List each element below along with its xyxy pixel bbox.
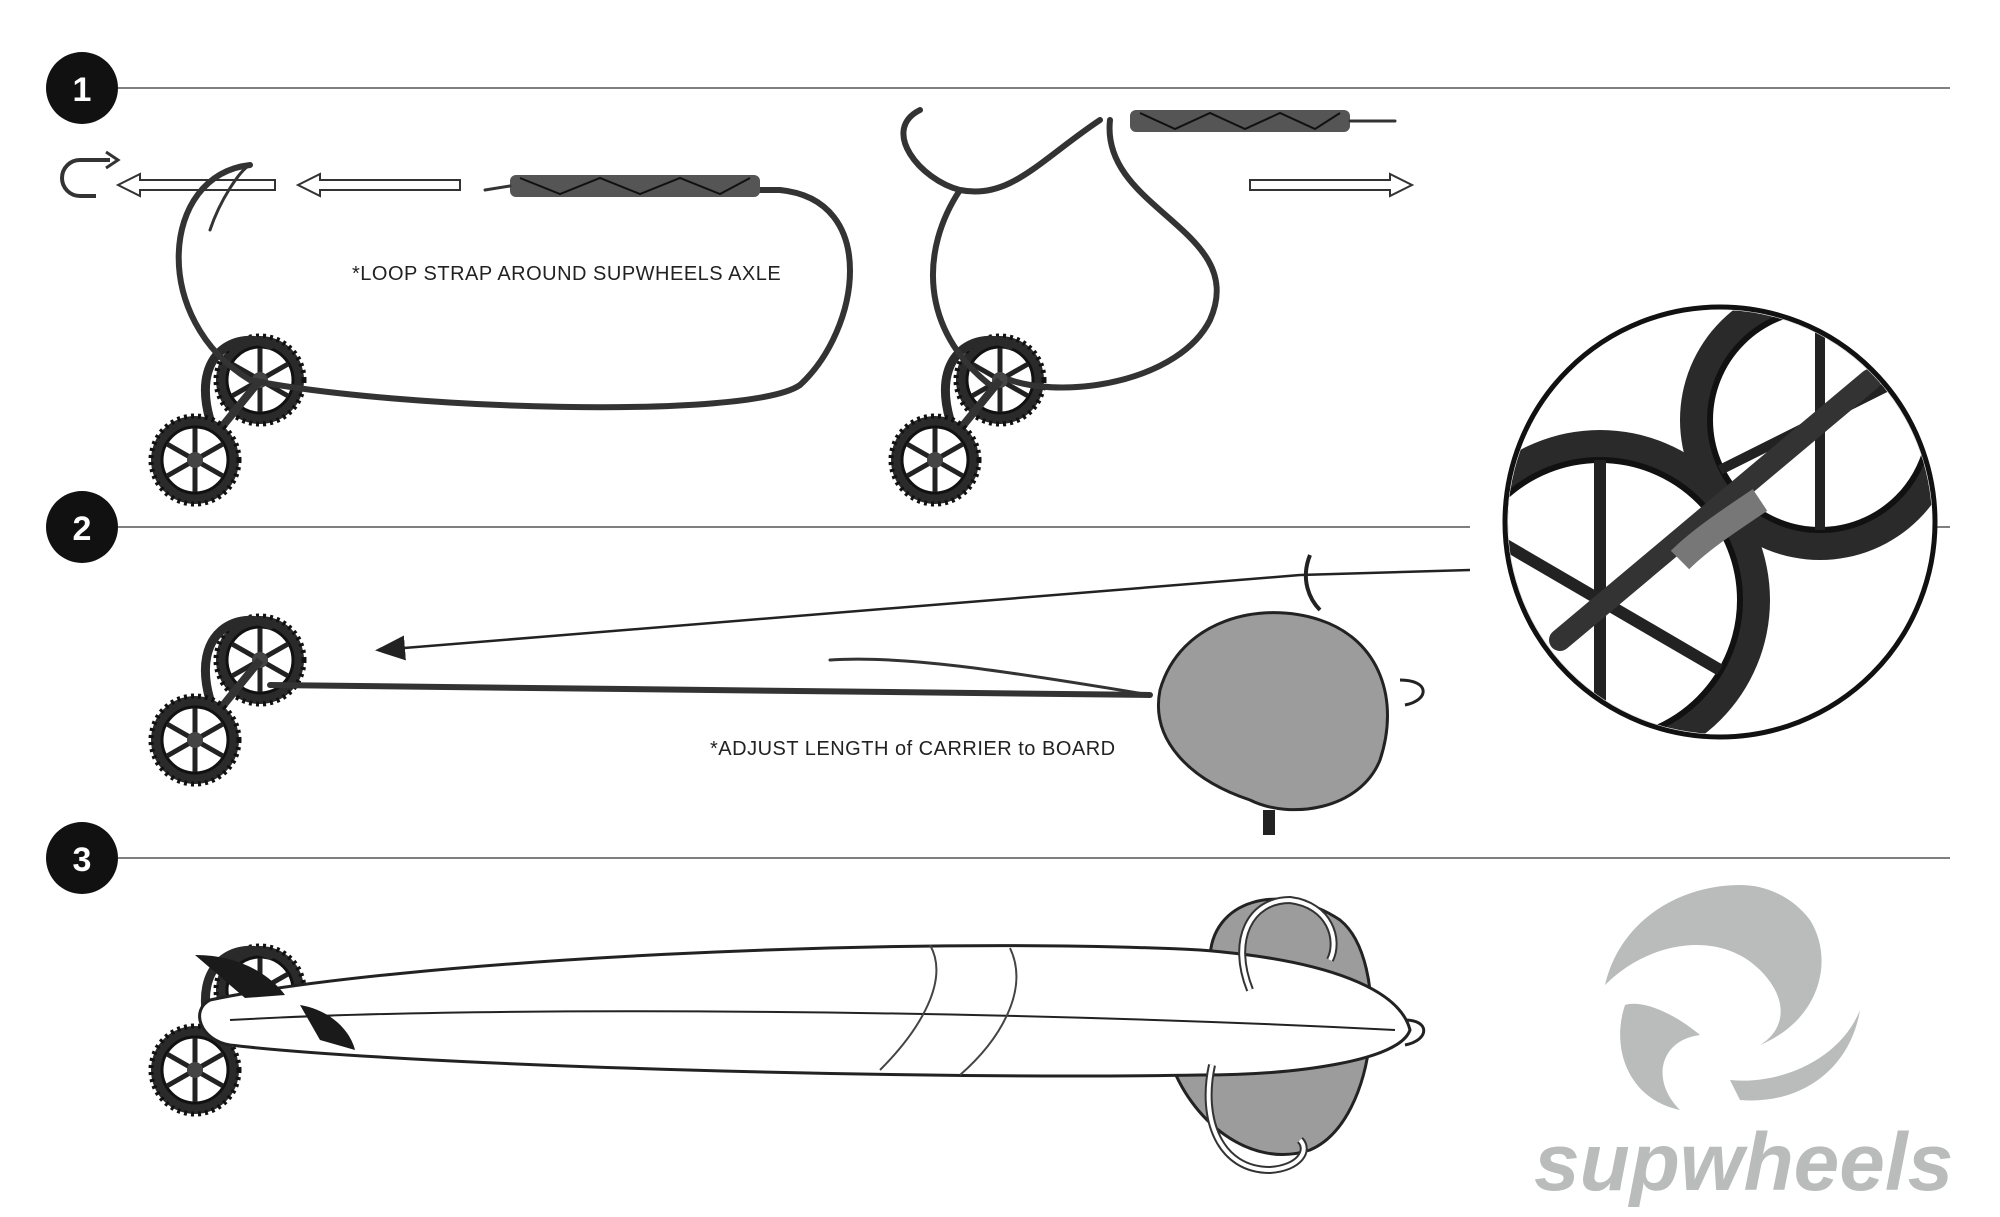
supwheels-logo: supwheels — [1534, 885, 1953, 1208]
u-turn-icon — [60, 150, 121, 198]
step-1-note: *LOOP STRAP AROUND SUPWHEELS AXLE — [352, 263, 781, 285]
supwheels-logo-mark — [1605, 885, 1860, 1110]
step-1-badge — [46, 52, 118, 124]
step-2-badge — [46, 491, 118, 563]
step-3-number: 3 — [73, 841, 92, 879]
step-2-note: *ADJUST LENGTH of CARRIER to BOARD — [710, 738, 1116, 760]
step-2-number: 2 — [73, 510, 92, 548]
axle-detail-zoom — [1502, 304, 1938, 740]
pointer-arrow — [375, 573, 1301, 661]
paddle-board — [195, 944, 1426, 1078]
carrier-strap — [267, 682, 1153, 698]
step-3-badge — [46, 822, 118, 894]
board-carrier-bag — [1157, 554, 1425, 835]
step-1-number: 1 — [73, 71, 92, 109]
left-arrow-icon — [115, 172, 461, 198]
wrap-arrow-icon — [1204, 895, 1338, 1175]
supwheels-wordmark: supwheels — [1534, 1117, 1953, 1208]
strap-loop-illustration — [175, 162, 853, 411]
cart-wheels-illustration-3 — [151, 616, 304, 784]
padded-handle — [510, 175, 760, 197]
step-2: 2 *ADJUST LENGTH of CARRIER to BOARD — [46, 304, 1950, 835]
step-3: 3 — [46, 822, 1950, 1175]
right-arrow-icon — [1249, 172, 1415, 198]
step-1: 1 *LOOP STRAP AROUND SUPWHEELS AXL — [46, 52, 1950, 504]
strap-through-illustration — [900, 107, 1397, 391]
